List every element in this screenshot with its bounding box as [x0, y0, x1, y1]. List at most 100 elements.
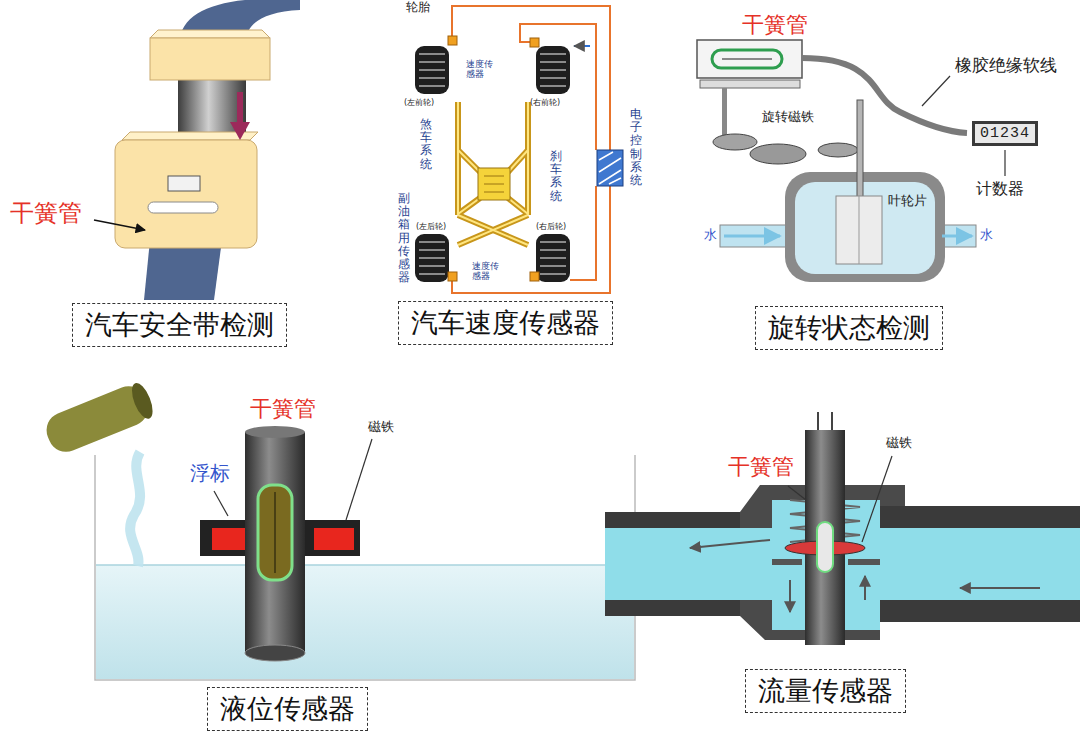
flow-figure: [805, 430, 845, 645]
wheel-label: (左前轮): [404, 98, 434, 107]
level-figure: [274, 492, 276, 573]
vehicle-figure: [520, 24, 596, 150]
leader-line: [94, 220, 145, 230]
vehicle-figure: [540, 242, 566, 274]
vehicle-figure: [574, 45, 590, 47]
leader-line: [788, 486, 806, 500]
caption-box: 旋转状态检测: [755, 306, 943, 350]
wheel-label: (左后轮): [416, 222, 446, 231]
vehicle-figure: [415, 6, 623, 293]
caption-box: 流量传感器: [745, 669, 906, 713]
wheel-label: (右前轮): [530, 98, 560, 107]
flow-figure: [817, 412, 819, 432]
rotation-figure: [722, 58, 772, 60]
caption-box: 液位传感器: [207, 687, 368, 731]
level-figure: [258, 485, 292, 580]
system-label: 电子控制系统: [630, 108, 642, 187]
flow-figure: [789, 580, 791, 612]
vehicle-figure: [530, 272, 539, 281]
seatbelt-figure: [94, 0, 300, 300]
node-text: 旋转状态检测: [768, 310, 930, 346]
vehicle-figure: [599, 152, 621, 184]
vehicle-figure: [458, 102, 528, 245]
counter-display: 01234: [972, 121, 1038, 146]
seatbelt-figure: [115, 140, 257, 248]
part-label: 速度传感器: [472, 262, 499, 282]
part-label: 干簧管: [728, 454, 794, 479]
flow-figure: [817, 522, 833, 572]
node-text: 汽车速度传感器: [411, 305, 600, 341]
flow-figure: [960, 587, 1040, 589]
vehicle-figure: [415, 234, 449, 282]
seatbelt-figure: [150, 38, 270, 80]
vehicle-figure: [415, 234, 449, 282]
leader-line: [346, 439, 372, 520]
vehicle-figure: [536, 46, 570, 94]
part-label: 计数器: [976, 180, 1024, 198]
seatbelt-figure: [237, 92, 243, 124]
flow-label: 水: [980, 228, 993, 243]
rotation-figure: [712, 50, 782, 68]
vehicle-figure: [419, 242, 445, 274]
level-figure: [130, 452, 140, 566]
rotation-figure: [700, 80, 800, 88]
part-label: 轮胎: [406, 1, 430, 15]
vehicle-figure: [448, 272, 457, 281]
vehicle-figure: [570, 186, 596, 280]
flow-figure: [605, 412, 1080, 645]
vehicle-figure: [540, 54, 566, 86]
rotation-figure: [713, 134, 757, 150]
rotation-figure: [724, 235, 780, 238]
seatbelt-figure: [144, 240, 222, 300]
node-text: 01234: [980, 125, 1030, 142]
rotation-figure: [942, 235, 972, 238]
part-label: 速度传感器: [466, 60, 493, 80]
level-figure: [245, 432, 305, 653]
seatbelt-figure: [168, 176, 200, 191]
vehicle-figure: [536, 234, 570, 282]
flow-figure: [864, 576, 866, 600]
rotation-figure: [720, 225, 790, 247]
rotation-figure: [697, 40, 1005, 282]
vehicle-figure: [530, 38, 539, 47]
level-figure: [212, 528, 248, 550]
leader-line: [1004, 150, 1005, 176]
vehicle-figure: [448, 36, 457, 45]
rotation-figure: [795, 182, 935, 274]
part-label: 干簧管: [250, 396, 316, 421]
part-label: 干簧管: [10, 200, 82, 228]
caption-box: 汽车安全带检测: [72, 303, 287, 347]
rotation-figure: [859, 196, 860, 264]
part-label: 橡胶绝缘软线: [955, 56, 1057, 76]
level-figure: [95, 455, 635, 680]
flow-figure: [690, 540, 770, 548]
leader-line: [922, 76, 950, 106]
vehicle-figure: [458, 102, 528, 245]
level-figure: [41, 379, 157, 457]
system-label: 煞车系统: [420, 118, 432, 171]
seatbelt-figure: [150, 30, 270, 38]
rotation-figure: [818, 143, 858, 157]
vehicle-figure: [536, 46, 570, 94]
wheel-label: (右后轮): [536, 222, 566, 231]
flow-label: 水: [704, 228, 717, 243]
rotation-figure: [750, 144, 806, 164]
rotation-figure: [697, 40, 802, 78]
rotation-figure: [802, 58, 967, 133]
seatbelt-figure: [230, 122, 250, 140]
vehicle-figure: [484, 176, 504, 192]
flow-figure: [831, 412, 833, 432]
node-text: 流量传感器: [758, 673, 893, 709]
level-figure: [128, 380, 157, 421]
rotation-figure: [940, 225, 976, 247]
system-label: 副油箱用传感器: [398, 192, 410, 284]
vehicle-figure: [415, 46, 449, 94]
level-figure: [96, 565, 634, 679]
node-text: 液位传感器: [220, 691, 355, 727]
vehicle-figure: [597, 150, 623, 186]
rotation-figure: [722, 88, 727, 138]
vehicle-figure: [536, 234, 570, 282]
level-figure: [41, 379, 635, 680]
